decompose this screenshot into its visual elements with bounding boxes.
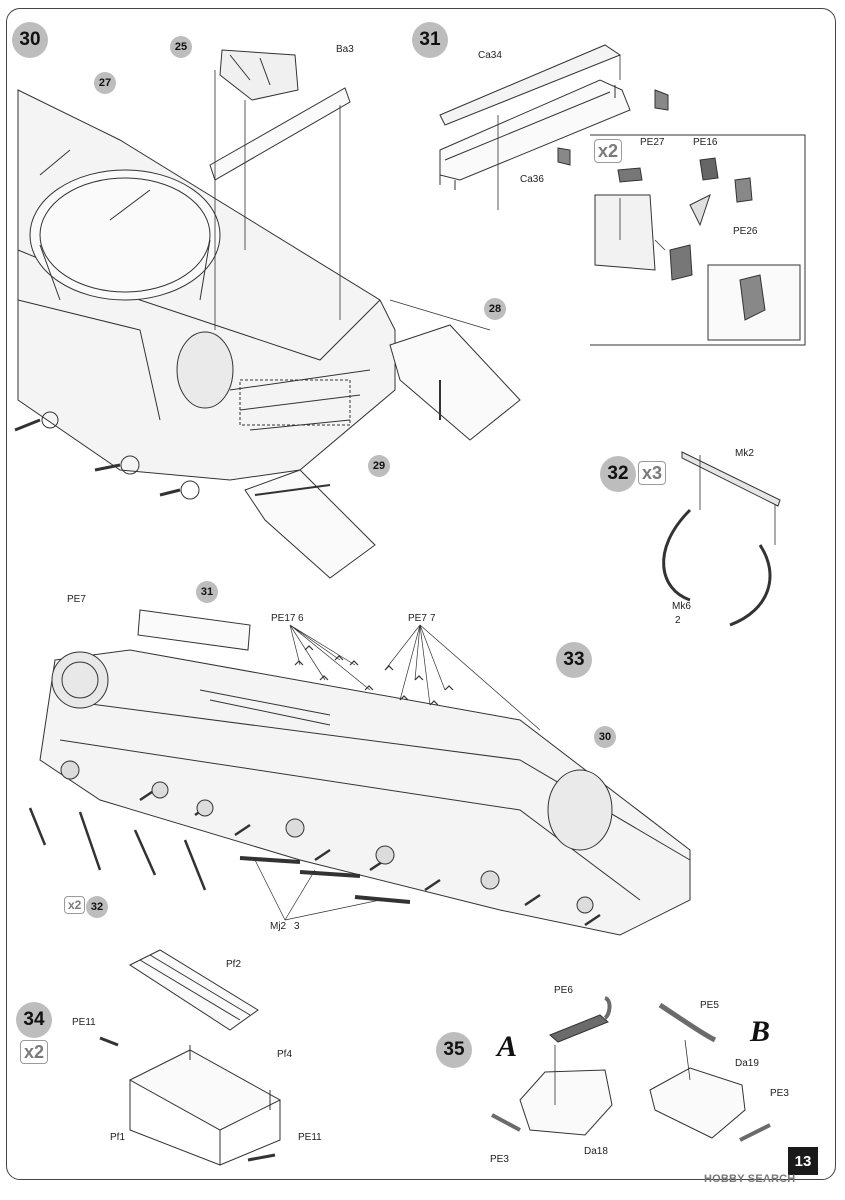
part-pe7-qty: 7 [430,613,436,624]
step33-bracket-multiplier: x2 [64,896,86,914]
part-pe6: PE6 [554,985,573,996]
part-da18: Da18 [584,1146,608,1157]
step31-box-drawing [439,44,806,346]
step35-fender-drawing [491,996,771,1142]
part-mk6-qty: 2 [675,615,681,626]
part-pf2: Pf2 [226,959,241,970]
part-pe11-bottom: PE11 [298,1132,322,1143]
part-pe27: PE27 [640,137,665,148]
variant-b-label: B [750,1015,771,1048]
part-pe7-left: PE7 [67,594,86,605]
ref-31-marker: 31 [196,581,218,603]
ref-25-marker: 25 [170,36,192,58]
ref-28-marker: 28 [484,298,506,320]
step33-hull-drawing [28,609,691,936]
part-ca34: Ca34 [478,50,502,61]
part-pe17-qty: 6 [298,613,304,624]
part-pe5: PE5 [700,1000,719,1011]
step-32-badge: 32 [600,456,636,492]
step34-multiplier: x2 [20,1040,49,1064]
step34-crate-drawing [99,949,282,1166]
ref-30-marker: 30 [594,726,616,748]
part-mj2-qty: 3 [294,921,300,932]
variant-a-label: A [497,1030,518,1063]
part-ca36: Ca36 [520,174,544,185]
part-pf1: Pf1 [110,1132,125,1143]
step32-bracket-drawing [662,451,781,627]
part-mj2: Mj2 [270,921,287,932]
ref-27-marker: 27 [94,72,116,94]
part-pe17: PE17 [271,613,296,624]
part-pe26: PE26 [733,226,758,237]
step-34-badge: 34 [16,1002,52,1038]
ref-29-marker: 29 [368,455,390,477]
part-pe7: PE7 [408,613,427,624]
step30-hull-drawing [14,49,521,579]
instruction-sheet-border [6,8,836,1180]
part-pe3-b: PE3 [770,1088,789,1099]
step32-multiplier: x3 [638,461,667,485]
part-da19: Da19 [735,1058,759,1069]
step-31-badge: 31 [412,22,448,58]
ref-32-marker: 32 [86,896,108,918]
hobby-search-watermark: HOBBY SEARCH [704,1173,796,1185]
part-ba3: Ba3 [336,44,354,55]
part-mk6: Mk6 [672,601,691,612]
page-number: 13 [788,1147,818,1175]
part-pf4: Pf4 [277,1049,292,1060]
step-33-badge: 33 [556,642,592,678]
part-pe16: PE16 [693,137,718,148]
step-30-badge: 30 [12,22,48,58]
step-35-badge: 35 [436,1032,472,1068]
part-pe11-top: PE11 [72,1017,96,1028]
part-mk2: Mk2 [735,448,754,459]
part-pe3-a: PE3 [490,1154,509,1165]
step31-multiplier: x2 [594,139,623,163]
